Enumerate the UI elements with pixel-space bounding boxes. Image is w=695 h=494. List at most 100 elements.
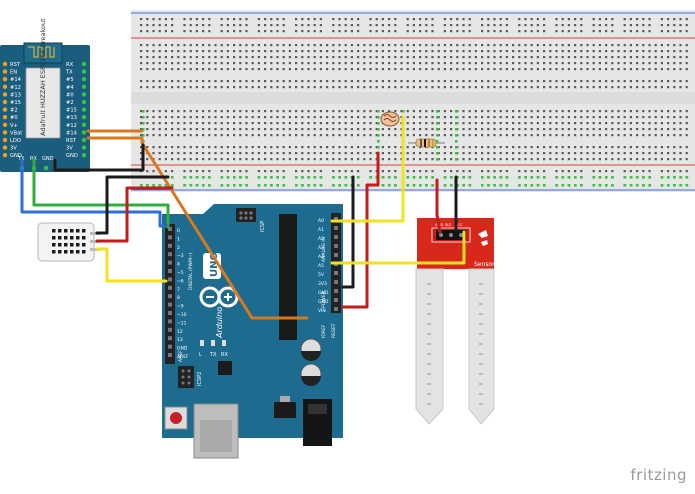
esp-pin-label: GND [42,156,54,162]
digital-header-holes [168,227,172,357]
capacitor [300,363,322,386]
digital-pin-label: 8 [177,295,180,301]
esp-pin-label: RST [66,138,77,144]
analog-pin-label: 5V [318,272,325,278]
esp8266-huzzah-board: Adafruit HUZZAH ESP8266 Breakout RSTEN#1… [0,18,90,172]
wires [20,115,466,320]
digital-pin-label: ~6 [177,278,184,284]
icsp-label: ICSP [260,221,266,232]
esp-pin-label: #13 [66,115,77,121]
analog-pin-label: A2 [318,236,324,242]
uno-model-label: UNO [209,252,220,277]
analog-label: ANALOG IN [321,237,327,262]
arduino-uno-board: ICSP ICSP2 UNO Arduino DIGITAL (PWM~) AN… [162,204,343,459]
led-labels: L TX RX [199,340,228,358]
aref-label: AREF [178,350,184,362]
digital-pin-label: 0 [177,228,180,234]
wire-black [53,143,145,172]
digital-pin-label: ~11 [177,320,187,326]
fritzing-watermark: fritzing [630,466,687,484]
digital-pin-label: AREF [177,354,189,360]
power-label: POWER [321,291,327,308]
dht-sensor [37,222,100,262]
esp-pin-label: #15 [66,108,77,114]
wire-yellow [330,230,466,265]
esp-pin-label: 3V [10,146,17,152]
analog-pin-label: A5 [318,263,324,269]
esp-pin-label: #12 [10,85,21,91]
esp-pin-label: #0 [66,92,74,98]
digital-pin-label: 1 [177,236,180,242]
esp-pin-label: #14 [10,77,22,83]
digital-pin-label: ~5 [177,270,184,276]
esp-pin-label: TX [65,70,73,76]
analog-pin-label: A4 [318,254,324,260]
digital-pin-label: 4 [177,262,180,268]
esp-pin-label: V+ [10,123,18,129]
analog-pin-label: A3 [318,245,324,251]
digital-pin-label: 7 [177,287,180,293]
wire-red [341,151,380,309]
digital-pin-label: GND [177,346,188,352]
esp-pin-label: VBat [10,130,22,136]
breadboard [131,10,695,192]
dht-vent-grid [52,229,86,254]
esp-pin-label: GND [10,153,22,159]
soil-pin-label: SIG [445,223,451,227]
esp-pin-label: #12 [66,123,77,129]
esp-silkscreen: Adafruit HUZZAH ESP8266 Breakout [39,18,47,136]
analog-pin-label: A1 [318,227,324,233]
esp-pin-label: #0 [10,115,18,121]
wire-blue [20,158,168,228]
soil-pin-label: VCC [455,223,463,227]
digital-pin-label: 2 [177,245,180,251]
digital-pin-label: ~3 [177,253,184,259]
esp-pin-label: #14 [66,130,78,136]
esp-pin-label: GND [66,153,78,159]
wire-orange [86,136,309,320]
digital-pin-label: ~10 [177,312,187,318]
arduino-logo [199,286,239,308]
resistor [408,138,445,148]
icsp2-label: ICSP2 [197,372,203,386]
arduino-brand-label: Arduino [215,307,224,339]
esp-pin-label: #2 [10,108,18,114]
wire-black [341,175,355,289]
wire-red [95,186,174,243]
esp-pin-label: #15 [10,100,21,106]
esp-pin-label: #5 [66,77,74,83]
led-label: TX [209,352,217,358]
ioref-label: IOREF [321,324,327,338]
reset-label: RESET [331,323,337,338]
wire-black [95,175,170,235]
analog-pin-label: GND [318,290,329,296]
photoresistor [380,111,400,127]
esp-pin-label: #4 [66,85,74,91]
esp-pin-label: EN [10,70,17,76]
wire-red [435,178,442,234]
wire-yellow [330,115,405,223]
soil-sensor-label: Sensor [474,261,495,268]
esp-pin-label: #13 [10,92,21,98]
analog-pin-label: GND [318,299,329,305]
digital-pin-label: 12 [177,329,183,335]
digital-pin-label: ~9 [177,304,184,310]
esp-pin-label: #2 [66,100,74,106]
wire-green [32,158,170,229]
wire-yellow [95,247,168,283]
esp-pin-label: LDO [10,138,21,144]
soil-probe-holes [427,283,483,405]
reset-button[interactable] [164,406,188,430]
esp-pin-label: 3V [66,146,73,152]
esp-pin-label: RX [66,62,74,68]
analog-pin-label: VIN [318,308,326,314]
digital-label: DIGITAL (PWM~) [188,252,194,290]
analog-pin-label: A0 [318,218,324,224]
led-label: L [199,352,202,358]
led-label: RX [221,352,228,358]
